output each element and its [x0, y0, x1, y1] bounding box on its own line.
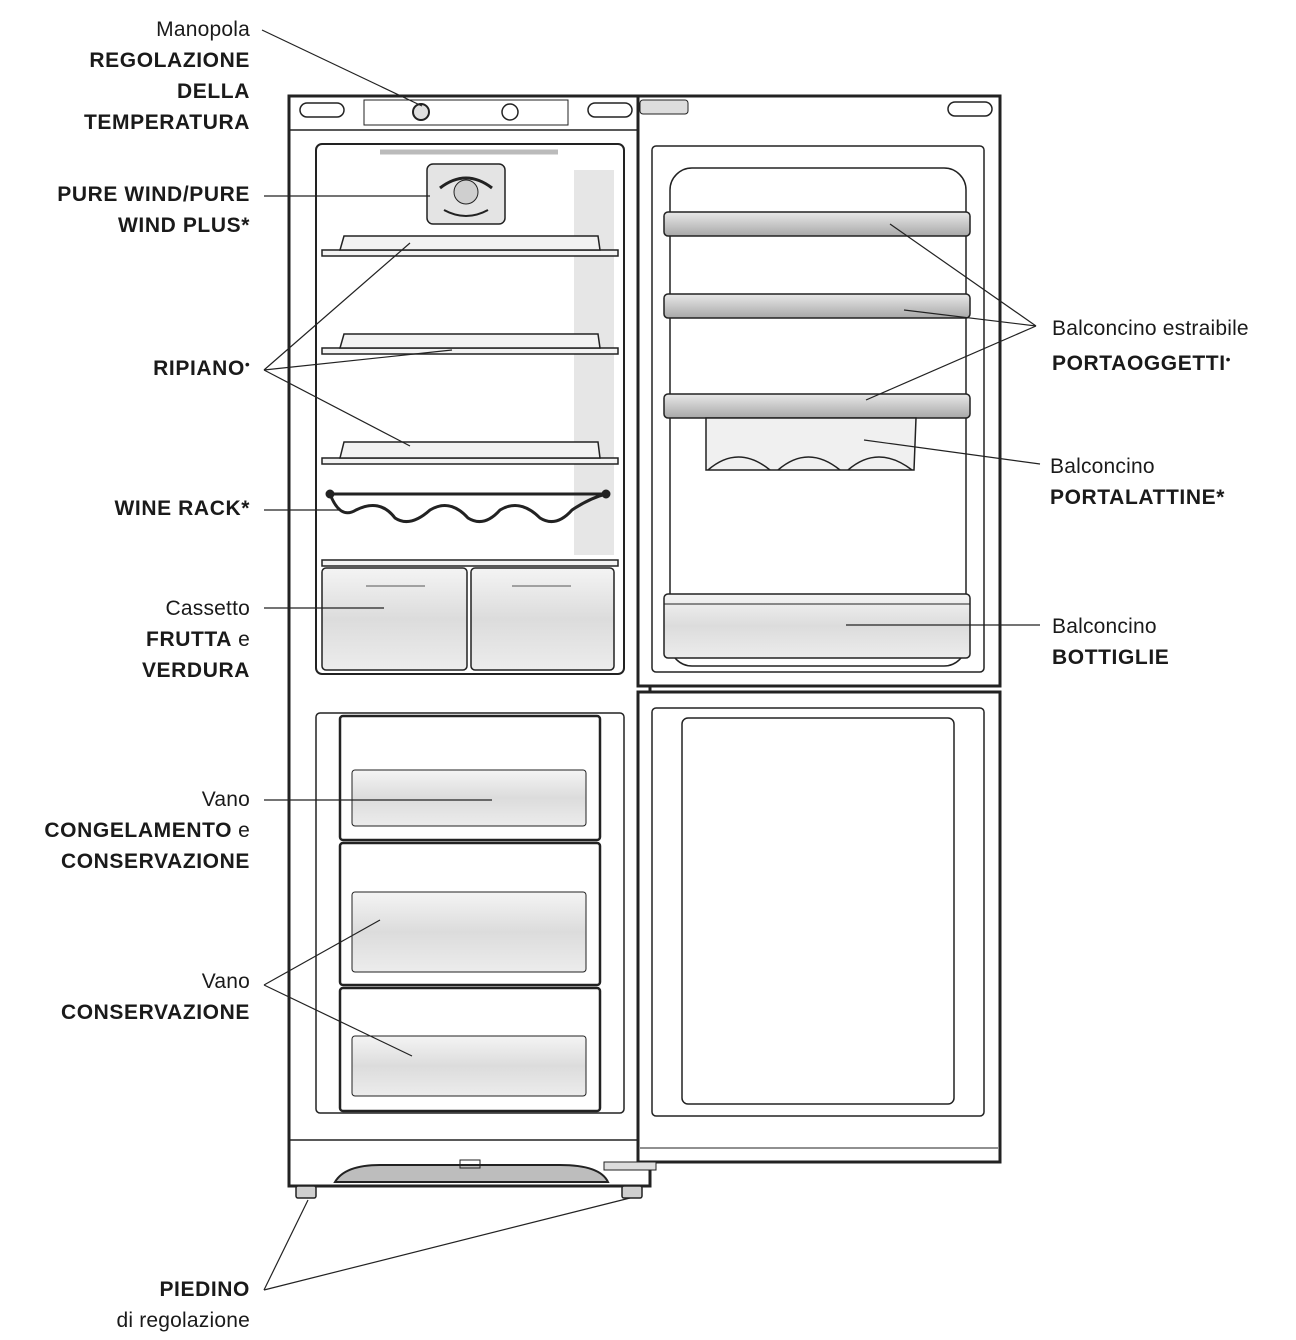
label-line: Manopola — [156, 18, 250, 41]
freezer-drawers — [338, 714, 602, 1113]
label-text: CONGELAMENTO — [44, 819, 233, 842]
label-line: DELLA — [177, 80, 250, 103]
label-can-holder: Balconcino PORTALATTINE* — [1050, 451, 1225, 513]
label-storage-compartment: Vano CONSERVAZIONE — [61, 966, 250, 1028]
freezer-door — [603, 690, 1002, 1171]
label-line: WINE RACK* — [114, 497, 250, 520]
label-temperature-knob: Manopola REGOLAZIONE DELLA TEMPERATURA — [84, 14, 250, 138]
label-shelf: RIPIANO• — [153, 349, 250, 384]
label-text: e — [232, 628, 250, 651]
label-line: Balconcino — [1052, 615, 1157, 638]
label-line: di regolazione — [116, 1309, 250, 1332]
label-line: CONSERVAZIONE — [60, 1001, 250, 1024]
label-line: CONSERVAZIONE — [60, 850, 250, 873]
label-bottle-balcony: Balconcino BOTTIGLIE — [1052, 611, 1169, 673]
label-text: e — [232, 819, 250, 842]
adjustable-feet — [295, 1185, 643, 1199]
label-line: VERDURA — [141, 659, 250, 682]
wine-rack — [325, 489, 611, 524]
label-pure-wind: PURE WIND/PURE WIND PLUS* — [57, 179, 250, 241]
label-line: WIND PLUS* — [118, 214, 250, 237]
label-door-balcony: Balconcino estraibile PORTAOGGETTI• — [1052, 313, 1249, 379]
label-line: Vano — [201, 970, 250, 993]
fridge-door — [636, 94, 1002, 688]
label-line: REGOLAZIONE — [89, 49, 250, 72]
leader-lines — [261, 29, 1041, 1291]
label-adjustable-foot: PIEDINO di regolazione — [116, 1274, 250, 1336]
label-mark: • — [1225, 351, 1231, 367]
label-text: RIPIANO — [153, 357, 245, 380]
label-line: Balconcino — [1050, 455, 1155, 478]
label-line: PORTALATTINE* — [1050, 486, 1226, 509]
label-text: PORTAOGGETTI — [1052, 352, 1226, 375]
label-line: TEMPERATURA — [83, 111, 250, 134]
temperature-knob — [412, 103, 519, 121]
fridge-shelves — [321, 235, 619, 567]
label-line: Cassetto — [165, 597, 250, 620]
label-line: PIEDINO — [159, 1278, 250, 1301]
label-freezer-compartment: Vano CONGELAMENTO e CONSERVAZIONE — [44, 784, 250, 877]
label-line: BOTTIGLIE — [1052, 646, 1170, 669]
label-line: Vano — [201, 788, 250, 811]
label-line: PURE WIND/PURE — [57, 183, 250, 206]
label-wine-rack: WINE RACK* — [115, 493, 251, 524]
label-line: Balconcino estraibile — [1052, 317, 1249, 340]
label-fruit-drawer: Cassetto FRUTTA e VERDURA — [142, 593, 250, 686]
fruit-vegetable-drawers — [321, 567, 615, 671]
pure-wind-fan — [380, 149, 558, 225]
label-text: FRUTTA — [146, 628, 233, 651]
label-mark: • — [244, 356, 250, 372]
